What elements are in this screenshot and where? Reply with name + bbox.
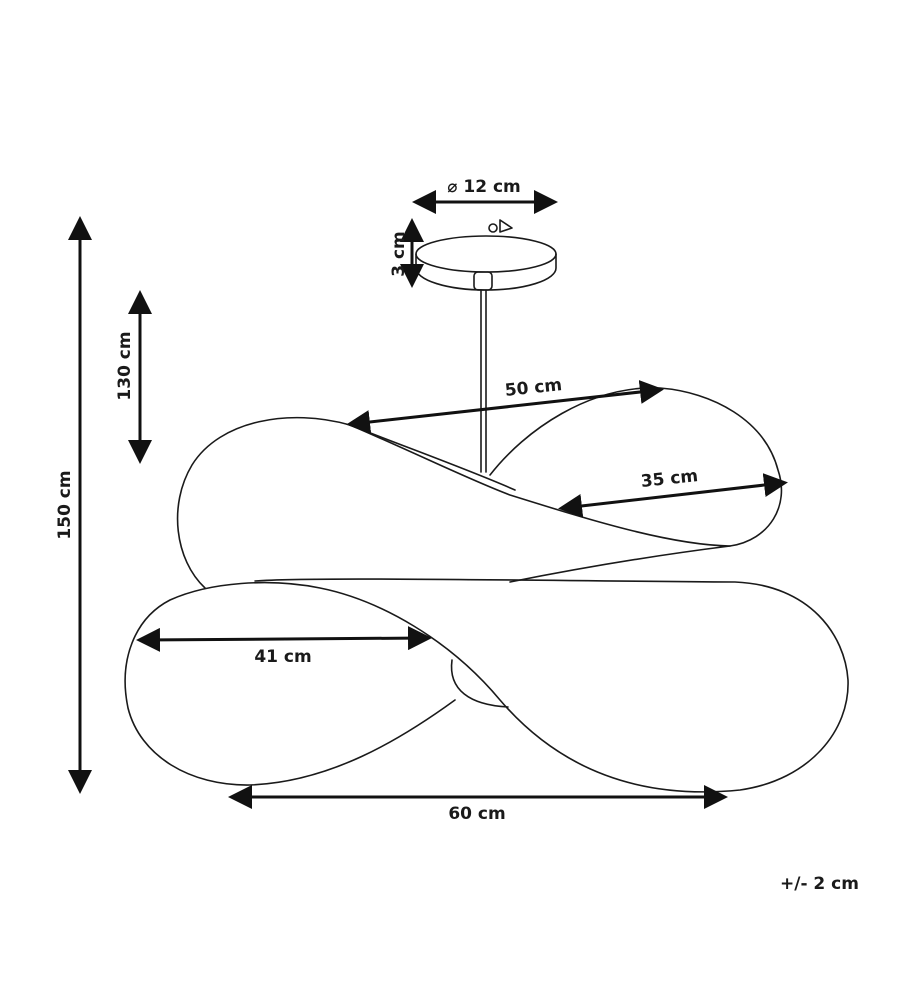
suspension-cable [473, 271, 493, 473]
ceiling-canopy [415, 219, 557, 291]
canopy-height-label: 3 cm [389, 231, 409, 277]
dimension-arrows [68, 190, 788, 809]
upper-shade-length-arrow [346, 380, 664, 434]
upper-shade [176, 387, 783, 589]
lower-shade-depth-label: 41 cm [254, 647, 311, 667]
lower-shade-depth-arrow [136, 626, 432, 652]
dimension-labels: ⌀ 12 cm 3 cm 130 cm 150 cm 50 cm 35 cm 4… [55, 177, 699, 824]
overall-width-label: 60 cm [448, 804, 505, 824]
lamp-illustration [124, 219, 849, 793]
lower-shade [124, 578, 849, 793]
cable-length-label: 130 cm [115, 331, 135, 400]
upper-shade-depth-arrow [558, 473, 788, 518]
canopy-diameter-label: ⌀ 12 cm [447, 177, 521, 197]
upper-shade-length-label: 50 cm [504, 375, 563, 401]
total-height-label: 150 cm [55, 470, 75, 539]
upper-shade-depth-label: 35 cm [640, 466, 699, 492]
tolerance-note: +/- 2 cm [780, 874, 859, 894]
